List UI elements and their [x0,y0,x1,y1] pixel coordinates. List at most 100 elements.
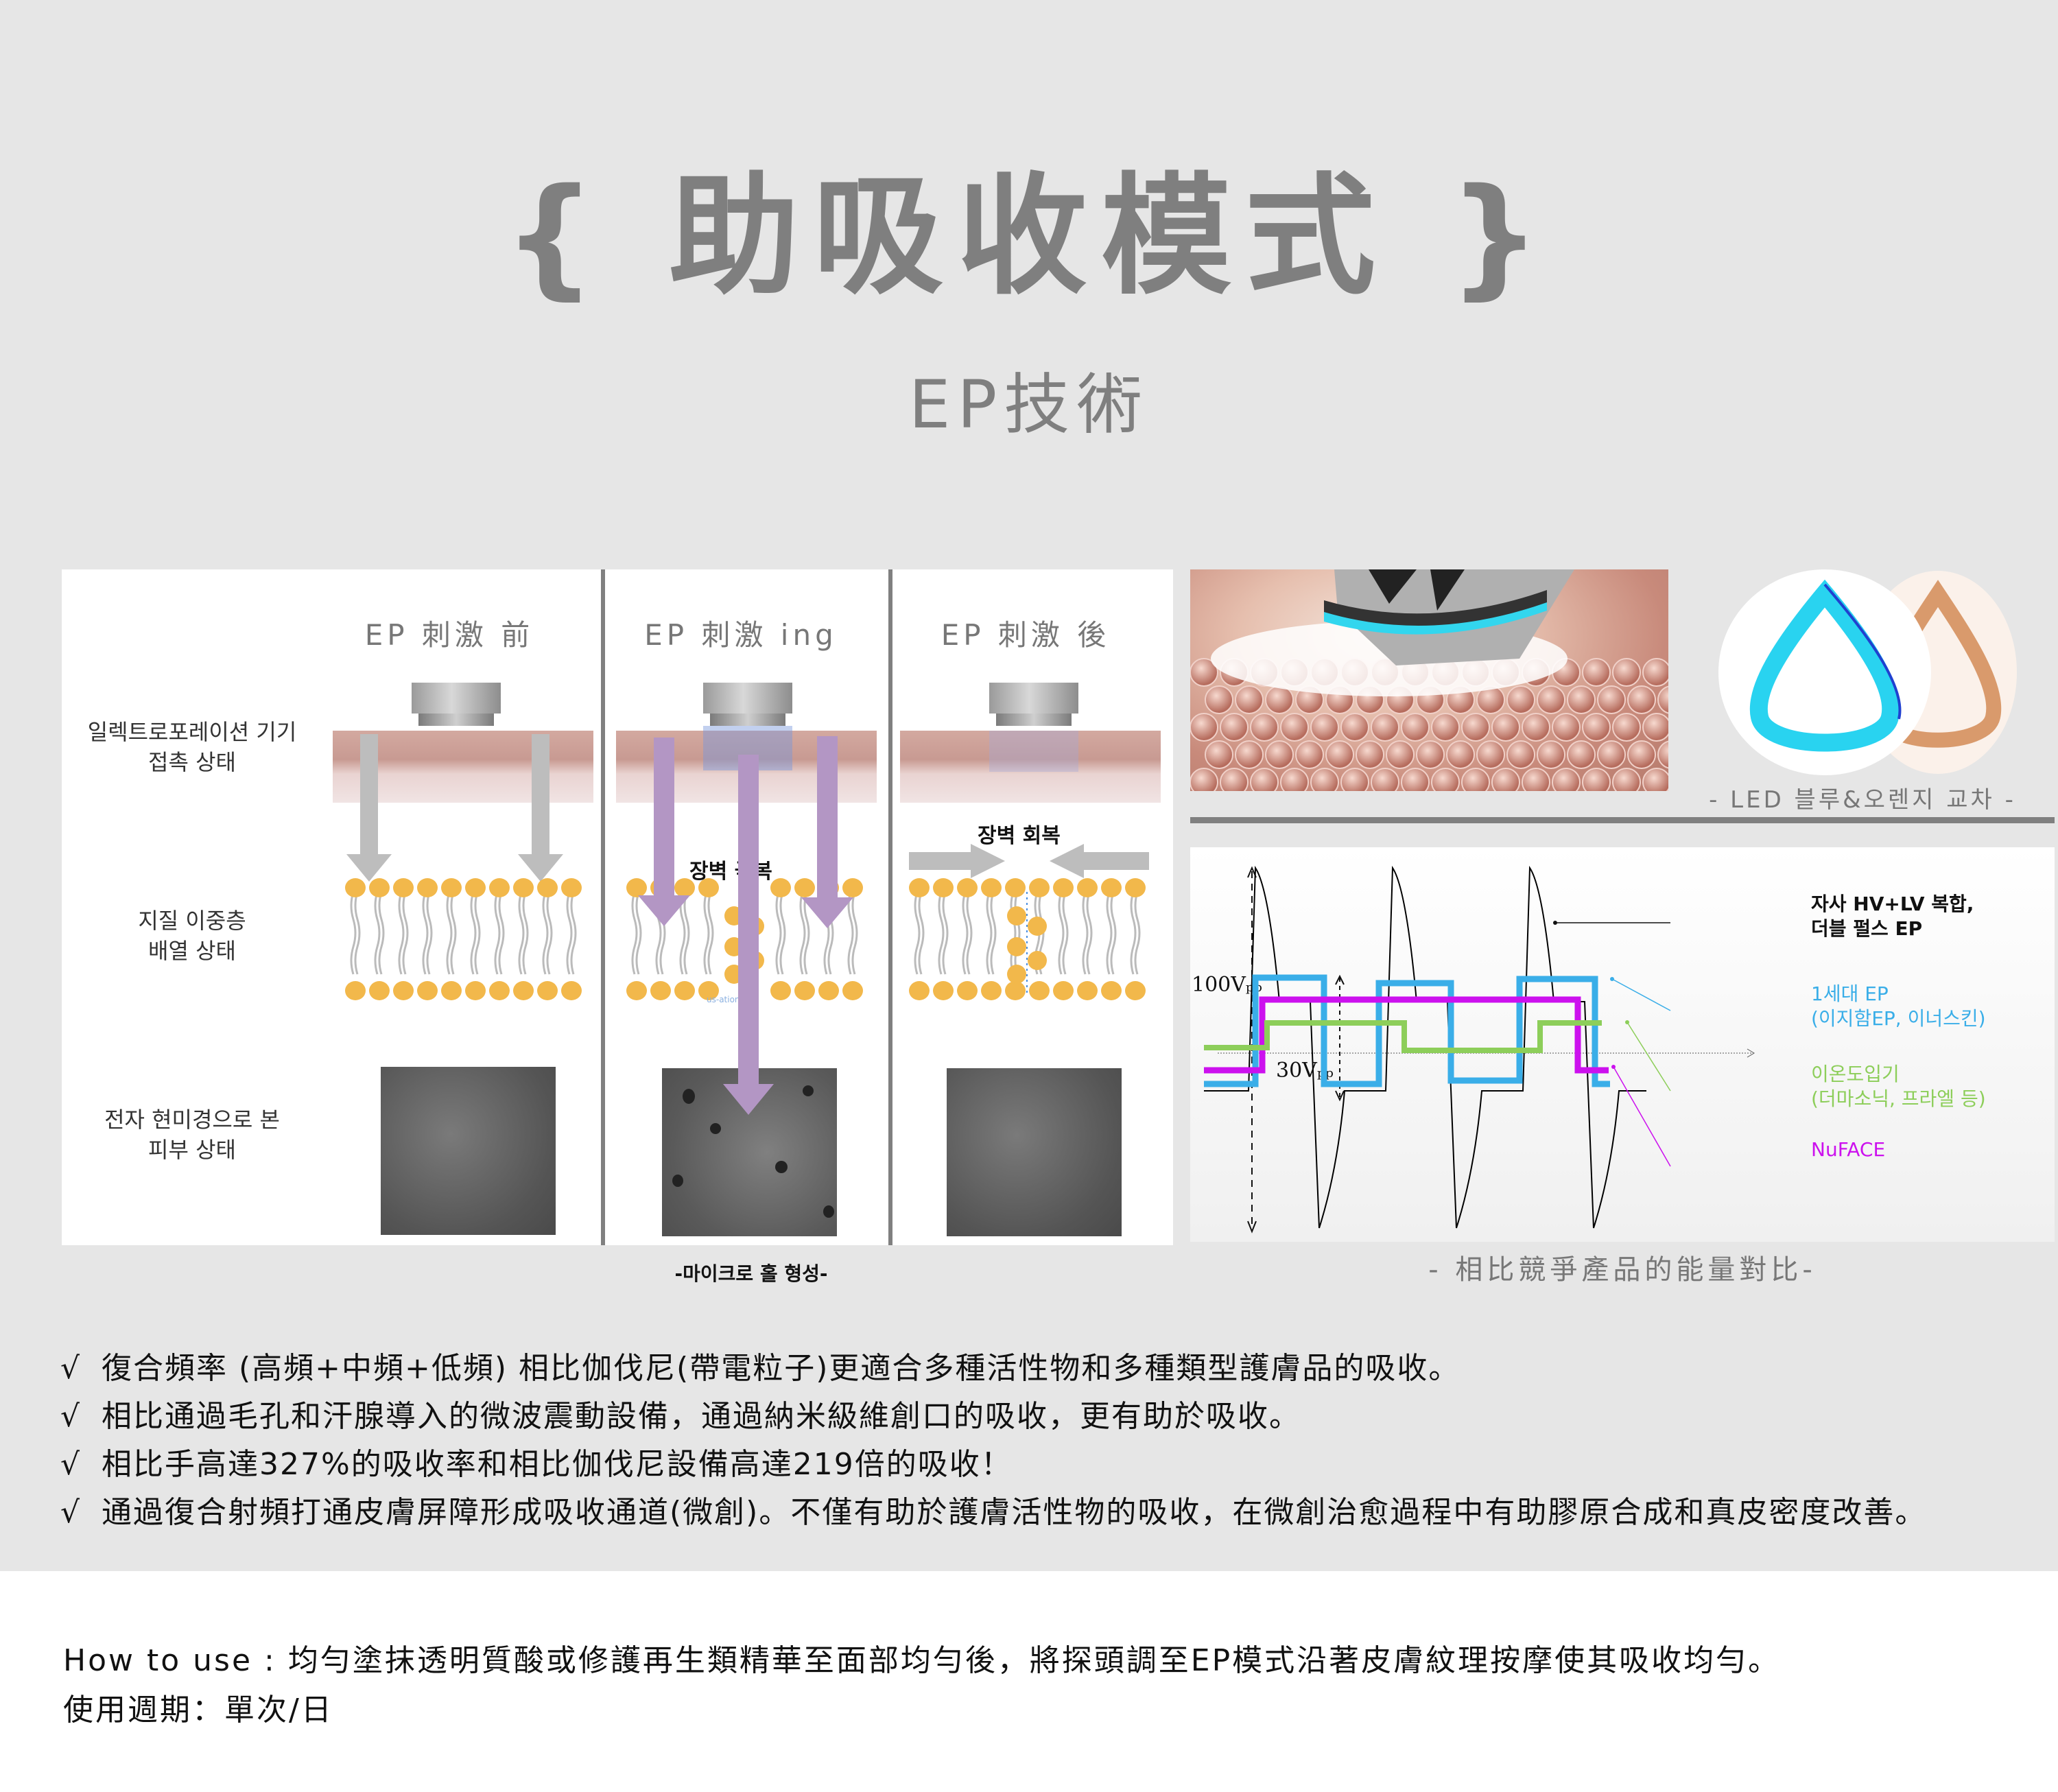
lipid-tail [426,891,433,975]
series-1st-gen-ep [1204,974,1610,1087]
skin-cell [1612,658,1641,687]
check-icon: √ [60,1399,82,1434]
row-label-electron-microscope: 전자 현미경으로 본 피부 상태 [62,1105,322,1165]
lipid-tail [1058,891,1065,975]
check-icon: √ [60,1447,82,1482]
lipid-head [674,981,695,1000]
lipid-head [770,981,791,1000]
lipid-head [1028,951,1047,970]
lipid-head [561,981,582,1000]
skin-cell [1220,768,1249,791]
lipid-head [909,981,930,1000]
lipid-tail [1014,891,1021,975]
lipid-tail [918,891,925,975]
skin-cell [1491,768,1520,791]
probe-tip [996,714,1072,726]
led-ring-blue [1324,602,1547,635]
faint-label: us-ation [707,995,740,1004]
legend-pointer-tip [1553,921,1557,925]
purple-arrow-head [723,1084,774,1115]
lipid-tail [962,891,969,975]
skin-cell [1567,685,1596,714]
skin-cell [1642,768,1668,791]
lipid-tail [851,891,858,975]
lipid-head [489,878,510,897]
blue-led-edge [1823,583,1902,720]
feature-text: 相比通過毛孔和汗腺導入的微波震動設備，通過納米級維創口的吸收，更有助於吸收。 [102,1399,1301,1434]
lipid-head [369,981,390,1000]
lipid-tail [779,891,786,975]
skin-cell [1506,740,1535,769]
lipid-head [1053,981,1074,1000]
legend-pointer-tip [1610,977,1614,981]
lipid-head [957,878,978,897]
gray-arrow-shaft [1077,852,1149,870]
legend-label: 1세대 EP [1811,982,1889,1005]
legend-pointer [1611,978,1671,1011]
energy-field-fading [989,731,1078,772]
series-ion-device [1204,1020,1602,1053]
legend-pointer [1613,1066,1671,1167]
lipid-head [513,981,534,1000]
skin-cell [1190,658,1218,687]
lipid-head [1029,878,1050,897]
lipid-tail [498,891,505,975]
micro-hole [803,1085,814,1096]
legend-label: 자사 HV+LV 복합, [1811,893,1974,915]
lipid-tail [1130,891,1137,975]
lipid-head [1101,878,1122,897]
barrier-recovery-label: 장벽 회복 [978,824,1061,848]
gray-arrow-head [1050,844,1084,878]
lipid-head [1125,981,1146,1000]
lipid-head [794,878,815,897]
skin-cell [1190,768,1218,791]
microhole-caption: -마이크로 홀 형성- [674,1262,828,1285]
skin-cell [1280,713,1309,742]
lipid-tail [422,891,429,975]
skin-layer [900,731,1161,803]
skin-cell [1642,713,1668,742]
lipid-head [537,878,558,897]
lipid-tail [938,891,945,975]
skin-cell [1371,713,1399,742]
purple-arrow-head [801,897,853,928]
lipid-tail [494,891,501,975]
lipid-tail [354,891,361,975]
micro-hole [672,1175,683,1187]
skin-cell [1537,685,1565,714]
lipid-tail [847,891,854,975]
gray-arrow-head [971,844,1005,878]
gray-arrows [346,734,563,882]
skin-cell [1205,685,1233,714]
feature-item: √復合頻率 (高頻+中頻+低頻) 相比伽伐尼(帶電粒子)更適合多種活性物和多種類… [60,1345,2050,1393]
lipid-head [441,878,462,897]
lipid-tail [1106,891,1113,975]
probe-tip [418,714,494,726]
lipid-tail [522,891,529,975]
skin-cell [1401,768,1430,791]
gray-arrow-head [518,854,563,882]
skin-cell [1235,740,1264,769]
skin-cell [1582,768,1611,791]
lipid-head [369,878,390,897]
skin-cell [1310,768,1339,791]
skin-cell [1205,740,1233,769]
device-on-skin-photo [1190,569,1668,791]
device-stripe [1430,569,1465,611]
lipid-tail [631,891,638,975]
device-stripe [1369,569,1417,604]
legend-pointer [1627,1022,1671,1092]
lipid-tail [1062,891,1069,975]
lipid-tail [1086,891,1093,975]
how-to-use-text: How to use : 均勻塗抹透明質酸或修護再生類精華至面部均勻後，將探頭調… [63,1643,1781,1678]
skin-cell [1431,713,1460,742]
row-label-device-contact: 일렉트로포레이션 기기 접촉 상태 [62,717,322,777]
lipid-tail [350,891,357,975]
vpp30-range-arrows [1335,974,1345,1102]
lipid-bilayer-recovering [909,878,1146,1000]
lipid-head [981,878,1002,897]
lipid-tail [990,891,997,975]
purple-arrows [638,736,853,1115]
skin-cell [1506,685,1535,714]
